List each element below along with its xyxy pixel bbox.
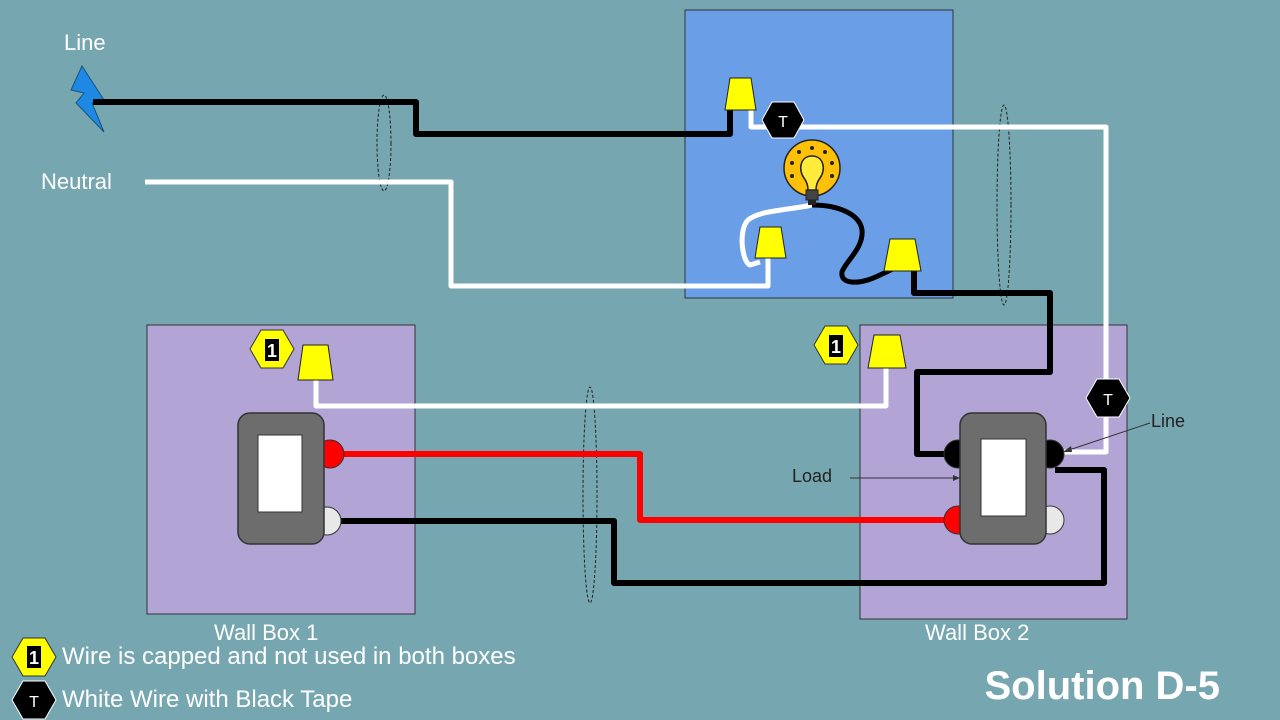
cable-sheath (376, 94, 392, 192)
switch-icon (237, 412, 345, 545)
tape-badge: T (761, 101, 805, 139)
wire-switched-leg (911, 270, 1053, 457)
page-title: Solution D-5 (984, 664, 1220, 708)
wire-bulb-hot (811, 202, 897, 285)
line-label: Line (64, 30, 106, 55)
wire-hot-line (93, 99, 733, 137)
legend-tape-badge: T (11, 680, 57, 720)
legend-capped-text: Wire is capped and not used in both boxe… (62, 643, 516, 670)
pointer-line (1062, 422, 1151, 453)
cable-sheath (996, 104, 1012, 306)
wire-traveler-red (333, 451, 955, 523)
wire-nut-icon (297, 344, 334, 381)
switch-icon (943, 412, 1065, 545)
wire-neutral (145, 179, 771, 289)
svg-text:T: T (778, 114, 788, 131)
svg-text:1: 1 (29, 648, 39, 668)
wire-capped-white (313, 368, 889, 409)
light-bulb-icon (783, 139, 841, 205)
wall-box-1-label: Wall Box 1 (214, 620, 319, 645)
capped-badge: 1 (249, 329, 295, 369)
wire-taped-white (748, 110, 1109, 455)
cable-sheath (582, 386, 598, 604)
line-terminal-label: Line (1151, 411, 1186, 431)
svg-text:T: T (29, 694, 39, 711)
wire-nut-icon (754, 226, 787, 259)
svg-text:1: 1 (267, 341, 277, 361)
wire-nut-icon (867, 334, 907, 369)
tape-badge: T (1085, 378, 1131, 418)
svg-text:1: 1 (831, 337, 841, 357)
capped-badge: 1 (813, 325, 859, 365)
wall-box-2-label: Wall Box 2 (925, 620, 1030, 645)
legend-tape-text: White Wire with Black Tape (62, 686, 353, 713)
legend-capped-badge: 1 (11, 637, 57, 677)
wire-traveler-black (333, 467, 1107, 586)
neutral-label: Neutral (41, 169, 112, 194)
wire-nut-icon (724, 77, 757, 111)
wire-bulb-neutral (739, 202, 813, 268)
svg-text:T: T (1103, 392, 1113, 409)
load-terminal-label: Load (792, 466, 833, 486)
wire-nut-icon (883, 238, 922, 272)
